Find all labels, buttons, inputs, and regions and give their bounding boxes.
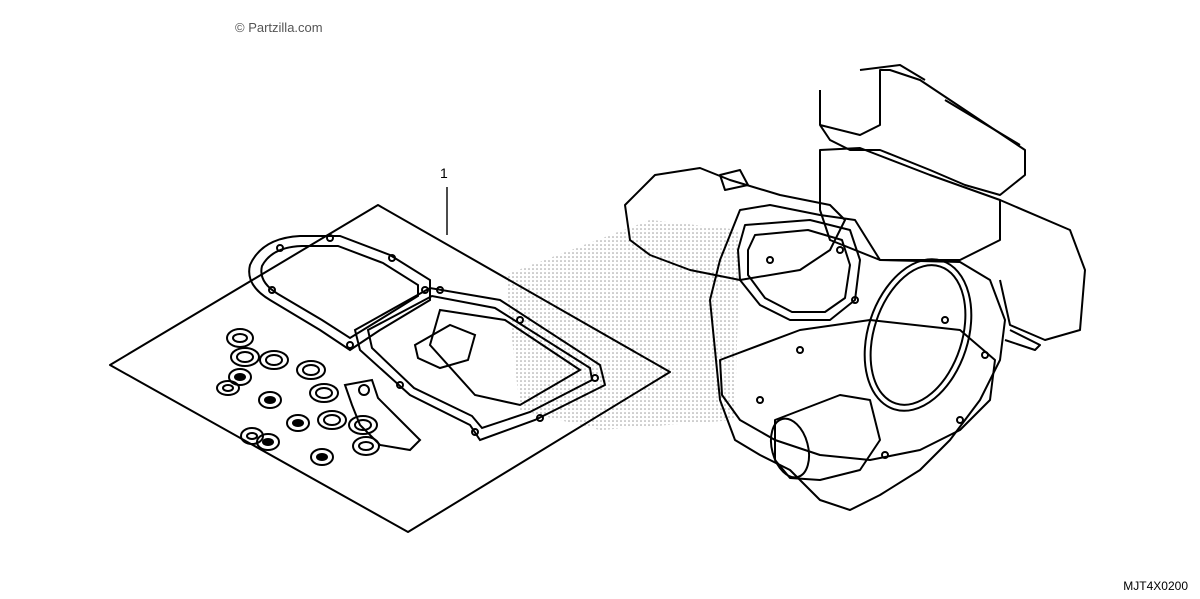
small-gasket — [343, 378, 422, 452]
watermark-text: © Partzilla.com — [235, 20, 323, 35]
engine-block — [624, 64, 1086, 511]
o-rings-seals — [216, 328, 380, 466]
gasket-kit-sheet — [109, 187, 671, 533]
oil-pan-gasket — [353, 286, 607, 442]
callout-number: 1 — [440, 165, 448, 181]
cover-gasket — [248, 234, 431, 352]
diagram-part-code: MJT4X0200 — [1123, 579, 1188, 593]
projection-shading — [505, 220, 740, 430]
